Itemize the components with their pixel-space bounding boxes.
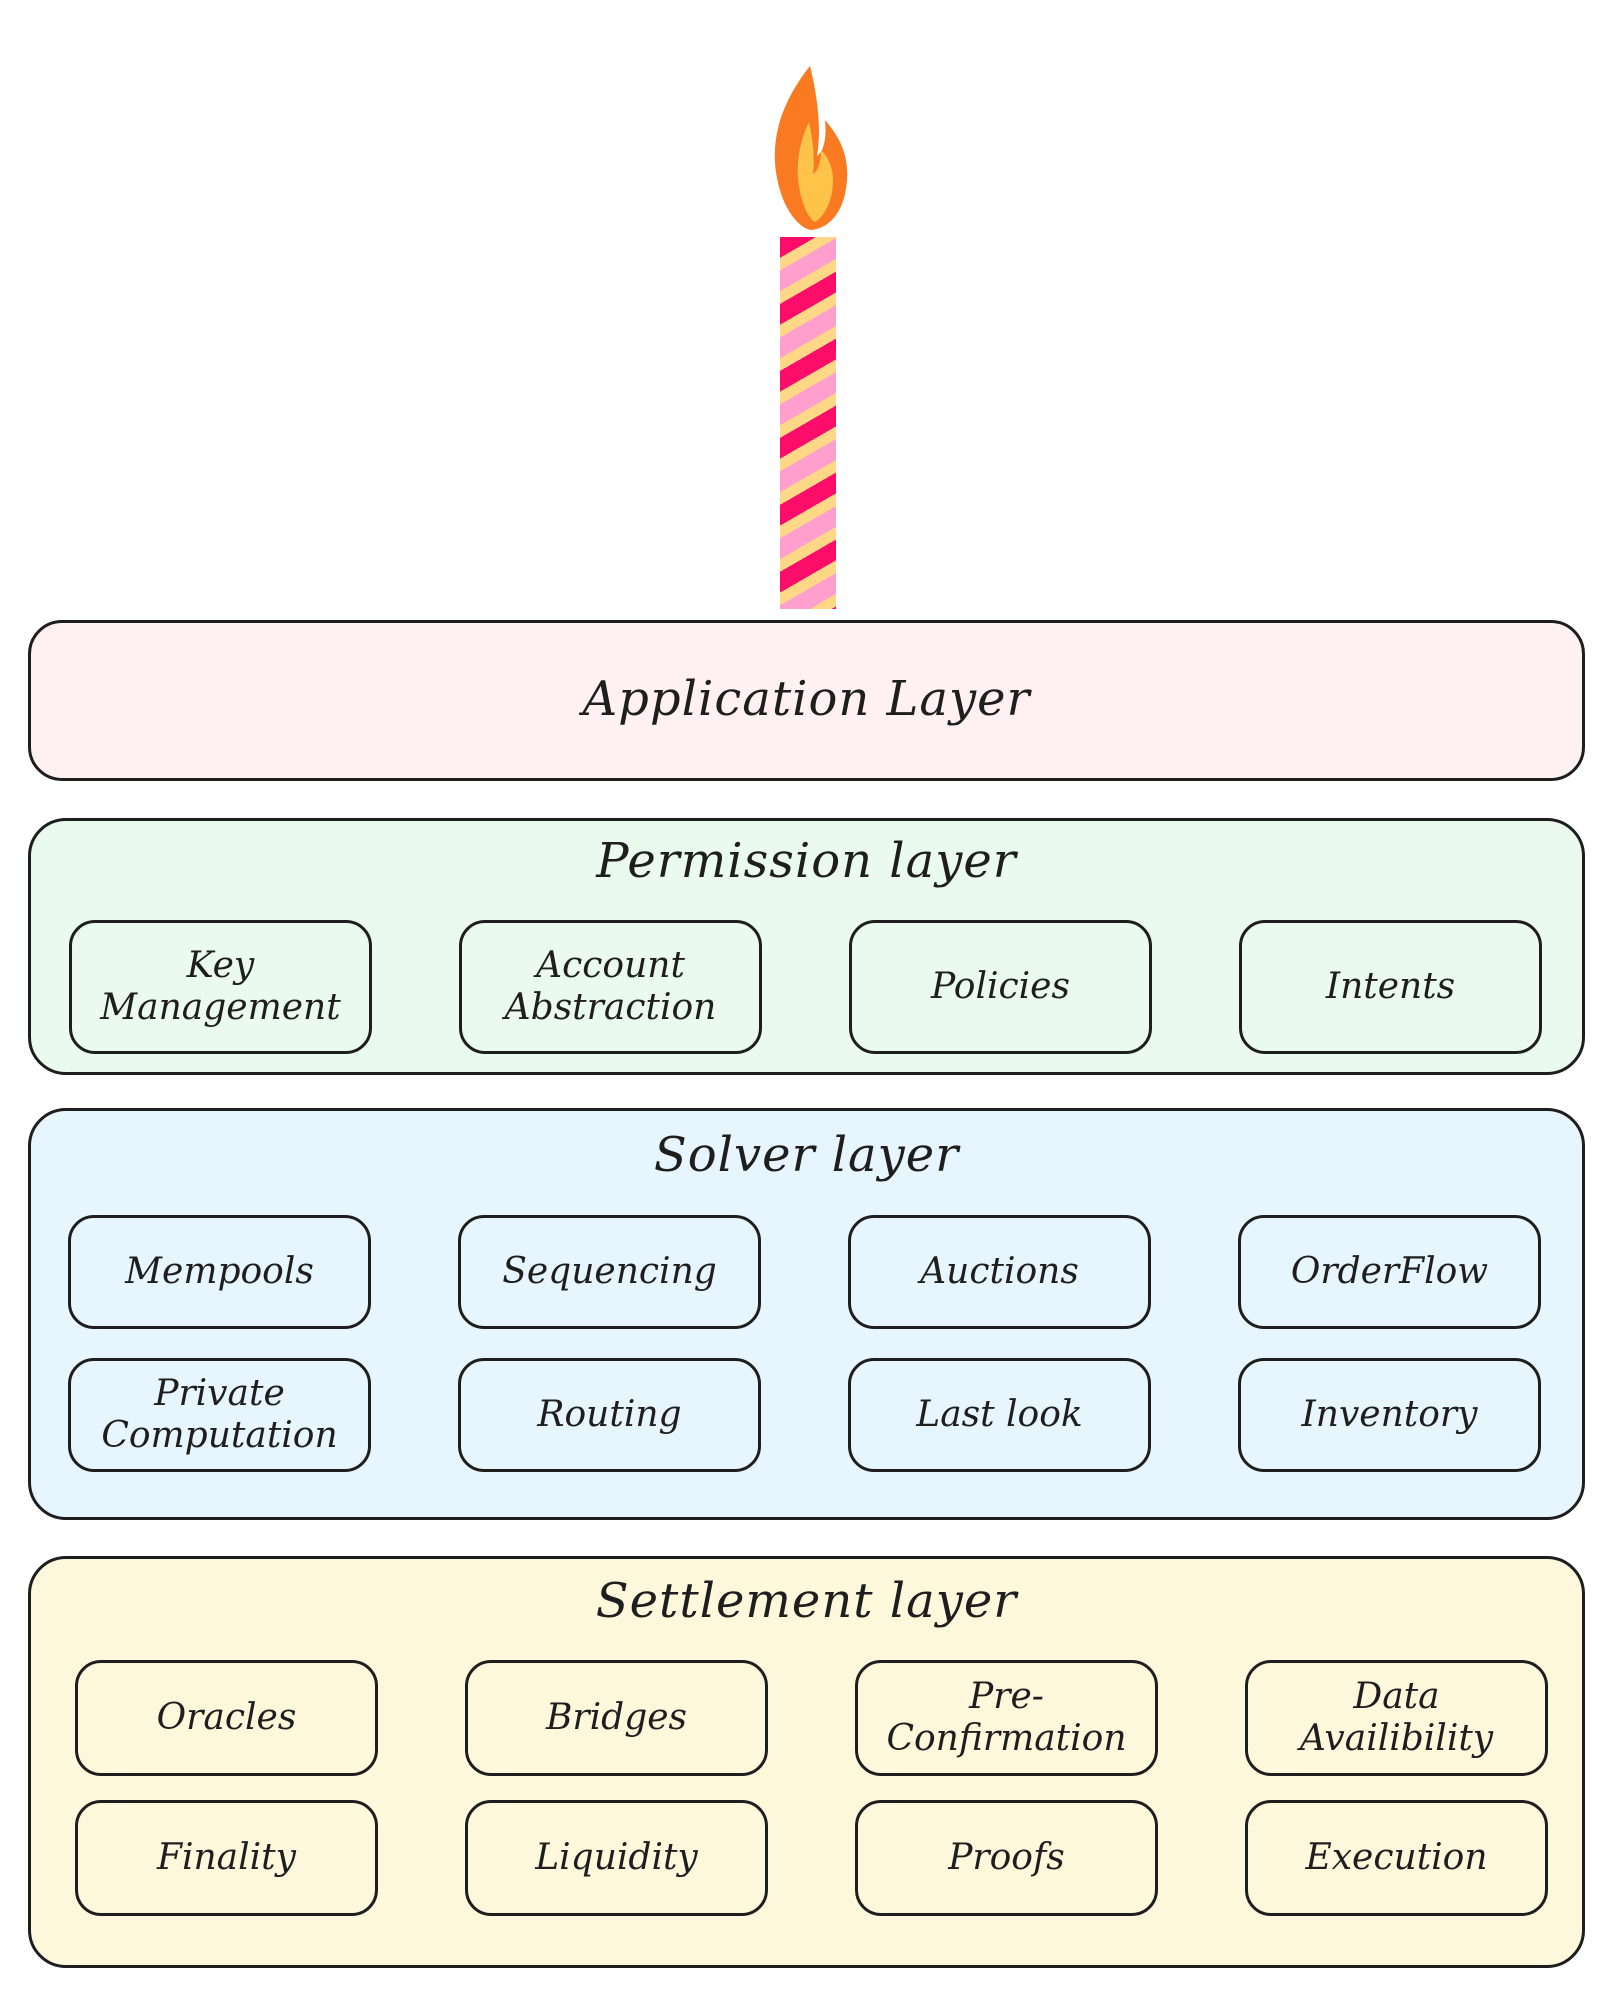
settlement-item-bridges: Bridges: [465, 1660, 768, 1776]
settlement-item-oracles: Oracles: [75, 1660, 378, 1776]
permission-layer: Permission layer Key Management Account …: [28, 818, 1585, 1075]
solver-items: Mempools Sequencing Auctions OrderFlow P…: [68, 1215, 1541, 1472]
settlement-layer: Settlement layer Oracles Bridges Pre-Con…: [28, 1556, 1585, 1968]
solver-item-inventory: Inventory: [1238, 1358, 1541, 1472]
application-layer: Application Layer: [28, 620, 1585, 781]
settlement-item-proofs: Proofs: [855, 1800, 1158, 1916]
flame-icon: [774, 66, 848, 230]
solver-item-mempools: Mempools: [68, 1215, 371, 1329]
solver-item-auctions: Auctions: [848, 1215, 1151, 1329]
candle-body: [780, 237, 836, 609]
solver-item-last-look: Last look: [848, 1358, 1151, 1472]
permission-item-intents: Intents: [1239, 920, 1542, 1054]
settlement-item-data-availibility: Data Availibility: [1245, 1660, 1548, 1776]
settlement-item-liquidity: Liquidity: [465, 1800, 768, 1916]
solver-item-orderflow: OrderFlow: [1238, 1215, 1541, 1329]
application-layer-title: Application Layer: [582, 671, 1031, 727]
settlement-item-pre-confirmation: Pre-Confirmation: [855, 1660, 1158, 1776]
settlement-item-finality: Finality: [75, 1800, 378, 1916]
candle: [763, 60, 853, 620]
permission-item-key-management: Key Management: [69, 920, 372, 1054]
permission-item-policies: Policies: [849, 920, 1152, 1054]
solver-item-sequencing: Sequencing: [458, 1215, 761, 1329]
solver-layer: Solver layer Mempools Sequencing Auction…: [28, 1108, 1585, 1520]
solver-item-private-computation: Private Computation: [68, 1358, 371, 1472]
settlement-items: Oracles Bridges Pre-Confirmation Data Av…: [75, 1660, 1548, 1916]
permission-item-account-abstraction: Account Abstraction: [459, 920, 762, 1054]
settlement-layer-title: Settlement layer: [595, 1573, 1018, 1629]
solver-layer-title: Solver layer: [653, 1127, 960, 1183]
permission-items: Key Management Account Abstraction Polic…: [69, 920, 1542, 1054]
permission-layer-title: Permission layer: [596, 833, 1017, 889]
solver-item-routing: Routing: [458, 1358, 761, 1472]
settlement-item-execution: Execution: [1245, 1800, 1548, 1916]
